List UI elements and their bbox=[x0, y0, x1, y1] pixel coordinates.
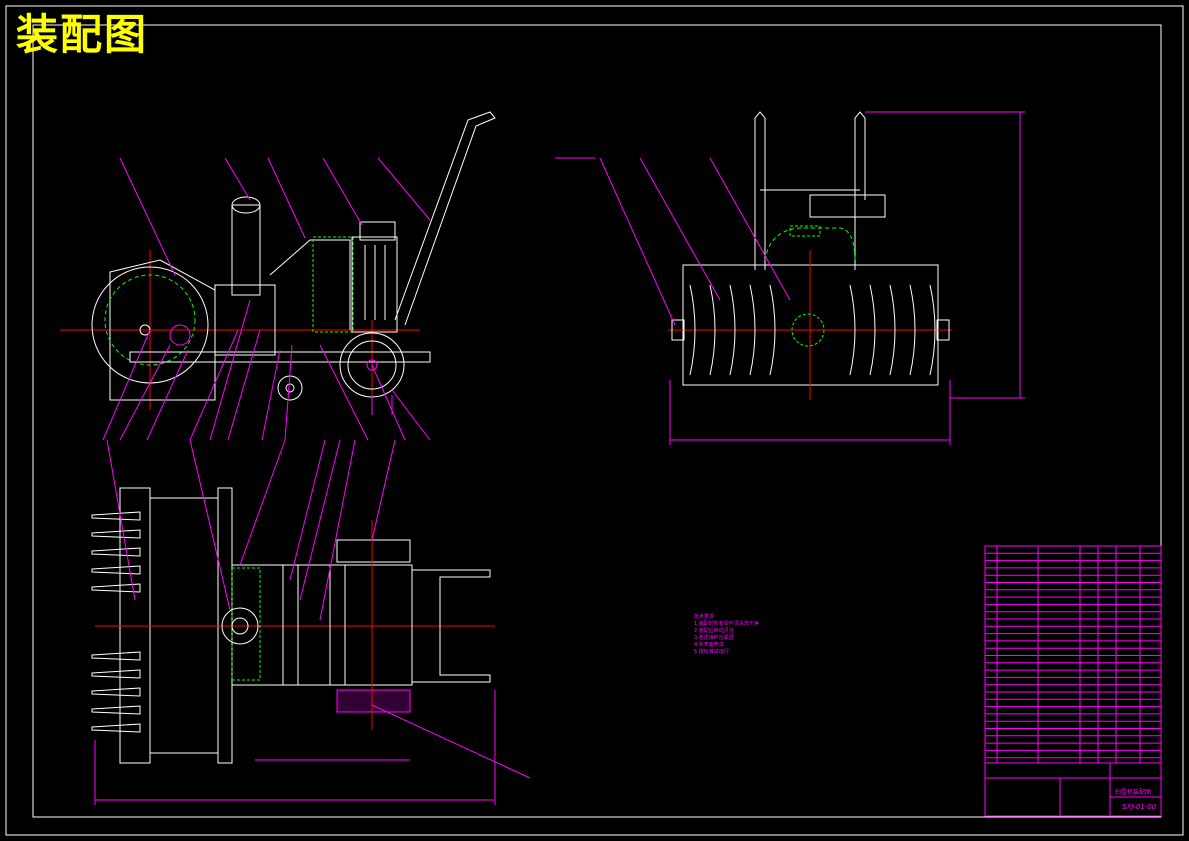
side-view bbox=[555, 111, 1025, 445]
requirement-line: 3.各连接件应紧固 bbox=[694, 635, 734, 641]
requirement-line: 2.装配后转动灵活 bbox=[694, 628, 734, 634]
title-block bbox=[984, 545, 1162, 817]
front-view bbox=[60, 111, 496, 441]
top-view bbox=[91, 439, 531, 805]
inner-frame bbox=[32, 24, 1162, 818]
technical-requirements: 技术要求 1.装配前所有零件须清洗干净 2.装配后转动灵活 3.各连接件应紧固 … bbox=[694, 614, 759, 656]
drawing-title: 装配图 bbox=[16, 10, 149, 59]
requirement-line: 4.外表面喷漆 bbox=[694, 642, 724, 648]
drawing-number: SXJ-01-00 bbox=[1122, 803, 1157, 811]
product-name: 扫雪机装配图 bbox=[1115, 789, 1152, 796]
technical-requirements-heading: 技术要求 bbox=[694, 614, 715, 620]
requirement-line: 5.按标准试运行 bbox=[694, 649, 729, 655]
requirement-line: 1.装配前所有零件须清洗干净 bbox=[694, 621, 759, 627]
outer-border bbox=[5, 5, 1184, 836]
